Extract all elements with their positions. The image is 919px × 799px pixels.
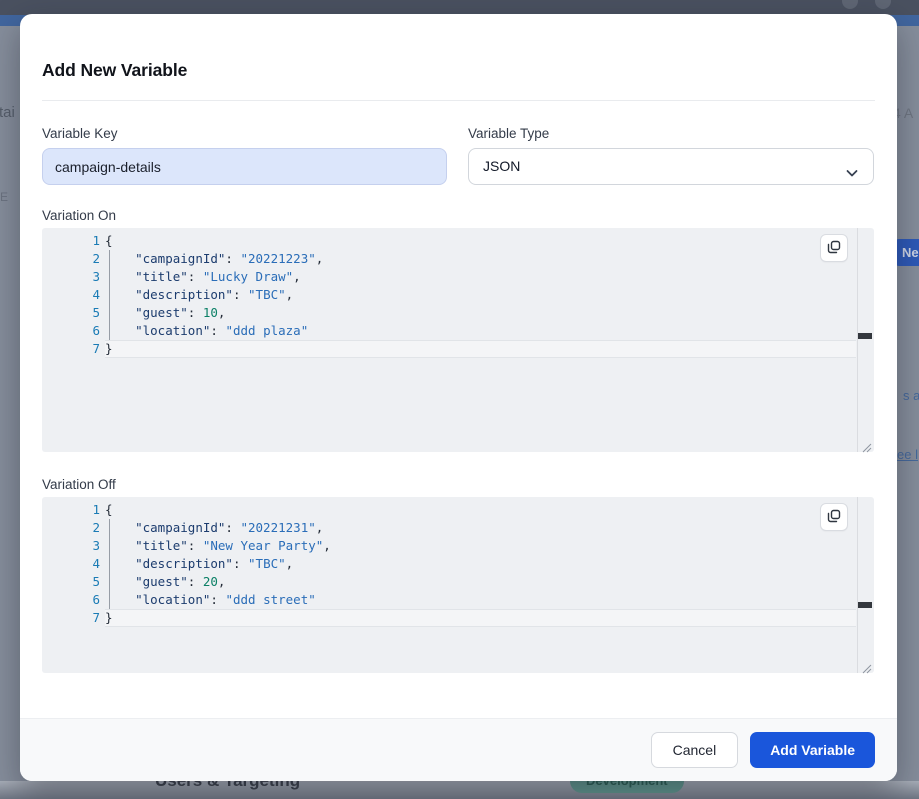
modal-title: Add New Variable	[42, 60, 188, 80]
editor-gutter: 1 2 3 4 5 6 7	[42, 232, 100, 358]
modal-footer: Cancel Add Variable	[20, 718, 897, 781]
code-line[interactable]: "description": "TBC",	[135, 287, 294, 302]
code-line[interactable]: "location": "ddd street"	[135, 592, 316, 607]
scrollbar-thumb[interactable]	[858, 602, 872, 608]
scrollbar-thumb[interactable]	[858, 333, 872, 339]
copy-button[interactable]	[820, 503, 848, 531]
background-link-fragment: s a	[903, 388, 919, 403]
line-number: 7	[92, 341, 100, 356]
variable-type-select[interactable]: JSON	[468, 148, 874, 185]
add-variable-button[interactable]: Add Variable	[750, 732, 875, 768]
resize-grip-icon[interactable]	[862, 440, 872, 453]
line-number: 1	[92, 233, 100, 248]
variable-type-value: JSON	[483, 158, 521, 174]
code-line[interactable]: {	[105, 233, 113, 248]
code-line[interactable]: "campaignId": "20221223",	[135, 251, 324, 266]
line-number: 4	[92, 287, 100, 302]
line-number: 3	[92, 269, 100, 284]
code-line[interactable]: "guest": 10,	[135, 305, 226, 320]
line-number: 5	[92, 305, 100, 320]
line-number: 7	[92, 610, 100, 625]
line-number: 6	[92, 323, 100, 338]
cancel-button[interactable]: Cancel	[650, 732, 739, 768]
background-top-navbar	[0, 0, 919, 15]
line-number: 1	[92, 502, 100, 517]
modal-backdrop	[0, 781, 919, 799]
code-line[interactable]: "title": "New Year Party",	[135, 538, 331, 553]
resize-grip-icon[interactable]	[862, 661, 872, 674]
indent-guide	[109, 519, 110, 609]
code-line[interactable]: "location": "ddd plaza"	[135, 323, 309, 338]
code-line[interactable]: "guest": 20,	[135, 574, 226, 589]
variation-off-label: Variation Off	[42, 477, 116, 492]
editor-code[interactable]: { "campaignId": "20221223", "title": "Lu…	[105, 232, 856, 358]
divider	[42, 100, 875, 101]
editor-gutter: 1 2 3 4 5 6 7	[42, 501, 100, 627]
scrollbar-track	[857, 497, 858, 673]
navbar-icon	[875, 0, 891, 9]
variation-off-editor[interactable]: 1 2 3 4 5 6 7 { "campaignId": "20221231", "tit…	[42, 497, 874, 674]
code-line[interactable]: }	[105, 609, 856, 627]
line-number: 2	[92, 251, 100, 266]
code-line[interactable]: "description": "TBC",	[135, 556, 294, 571]
line-number: 5	[92, 574, 100, 589]
editor-code[interactable]: { "campaignId": "20221231", "title": "Ne…	[105, 501, 856, 627]
chevron-down-icon	[844, 159, 860, 194]
code-line[interactable]: {	[105, 502, 113, 517]
line-number: 3	[92, 538, 100, 553]
line-number: 2	[92, 520, 100, 535]
scrollbar-track	[857, 228, 858, 452]
background-new-button-fragment: Ne	[895, 239, 919, 266]
copy-button[interactable]	[820, 234, 848, 262]
copy-icon	[827, 509, 841, 526]
line-number: 4	[92, 556, 100, 571]
background-text-fragment: tai	[0, 104, 15, 121]
navbar-avatar-icon	[842, 0, 858, 9]
variation-on-editor[interactable]: 1 2 3 4 5 6 7 { "campaignId": "20221223", "tit…	[42, 228, 874, 453]
code-line[interactable]: }	[105, 340, 856, 358]
line-number: 6	[92, 592, 100, 607]
background-text-fragment: E	[0, 190, 9, 204]
add-variable-modal: Add New Variable Variable Key Variable T…	[20, 14, 897, 781]
variable-type-label: Variable Type	[468, 126, 550, 141]
variable-key-label: Variable Key	[42, 126, 118, 141]
code-line[interactable]: "title": "Lucky Draw",	[135, 269, 301, 284]
background-link-fragment: ee l	[897, 447, 918, 462]
variable-key-input[interactable]	[42, 148, 447, 185]
indent-guide	[109, 250, 110, 340]
variation-on-label: Variation On	[42, 208, 117, 223]
copy-icon	[827, 240, 841, 257]
background-text-fragment: 4 A	[893, 105, 914, 121]
code-line[interactable]: "campaignId": "20221231",	[135, 520, 324, 535]
